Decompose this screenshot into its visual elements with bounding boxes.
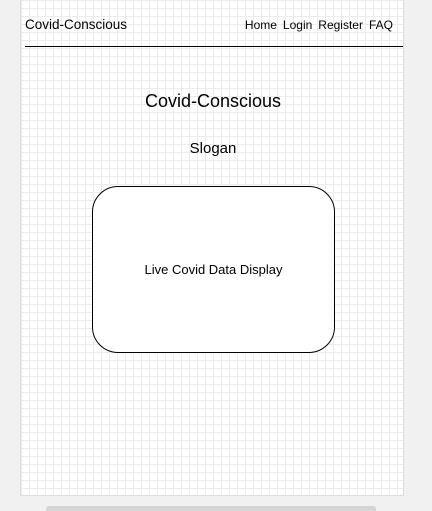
nav-link-home[interactable]: Home — [244, 18, 277, 32]
nav-link-register[interactable]: Register — [318, 18, 363, 32]
header-divider — [25, 46, 403, 47]
horizontal-scrollbar[interactable] — [46, 506, 376, 511]
live-data-panel: Live Covid Data Display — [92, 186, 335, 353]
site-brand[interactable]: Covid-Conscious — [25, 17, 128, 32]
live-data-label: Live Covid Data Display — [144, 262, 283, 277]
nav-link-faq[interactable]: FAQ — [368, 18, 393, 32]
nav-link-login[interactable]: Login — [282, 18, 313, 32]
slogan-text: Slogan — [189, 140, 237, 157]
wireframe-canvas: Covid-Conscious Home Login Register FAQ … — [20, 0, 404, 496]
nav-menu: Home Login Register FAQ — [245, 18, 393, 32]
page-title: Covid-Conscious — [144, 91, 282, 111]
